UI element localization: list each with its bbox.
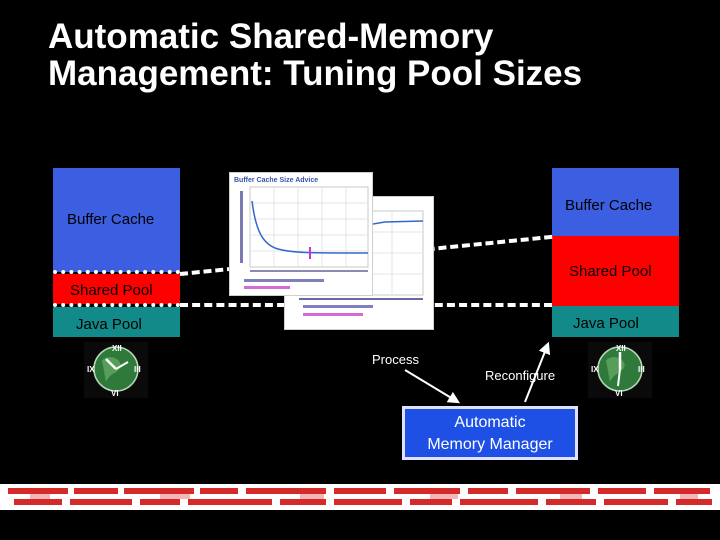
axis-ticks	[299, 298, 423, 300]
automatic-memory-manager-box: Automatic Memory Manager	[402, 406, 578, 460]
process-label: Process	[372, 352, 419, 367]
buffer-cache-advice-chart: Buffer Cache Size Advice	[234, 177, 369, 289]
legend-swatch	[303, 305, 373, 308]
left-buffer-cache-label: Buffer Cache	[67, 211, 155, 228]
legend-swatch-2	[303, 313, 363, 316]
left-java-pool-block: Java Pool	[53, 307, 180, 337]
process-arrow	[404, 369, 461, 404]
svg-text:XII: XII	[112, 344, 122, 353]
right-shared-pool-block: Shared Pool	[552, 236, 679, 306]
left-shared-pool-label: Shared Pool	[70, 282, 153, 299]
slide-title: Automatic Shared-Memory Management: Tuni…	[48, 18, 708, 92]
left-java-pool-label: Java Pool	[76, 316, 142, 333]
right-java-pool-label: Java Pool	[573, 315, 639, 332]
advice-curve	[251, 200, 369, 254]
svg-text:IX: IX	[87, 365, 95, 374]
reconfigure-label: Reconfigure	[485, 368, 556, 383]
svg-text:III: III	[134, 365, 141, 374]
footer-watermark-banner	[0, 484, 720, 510]
manager-label-line1: Automatic	[454, 414, 526, 431]
left-shared-pool-block: Shared Pool	[53, 274, 180, 304]
right-shared-pool-label: Shared Pool	[569, 263, 652, 280]
svg-text:XII: XII	[616, 344, 626, 353]
svg-text:III: III	[638, 365, 645, 374]
slide-title-line1: Automatic Shared-Memory	[48, 17, 494, 56]
left-cache-divider	[53, 270, 180, 274]
slide-title-line2: Management: Tuning Pool Sizes	[48, 54, 583, 93]
footer-watermark-graphic	[8, 488, 712, 505]
x-axis-ticks	[250, 270, 368, 272]
reconfigure-arrow	[524, 341, 551, 403]
right-buffer-cache-block: Buffer Cache	[552, 168, 679, 236]
svg-text:IX: IX	[591, 365, 599, 374]
buffer-cache-advice-thumbnail: Buffer Cache Size Advice	[229, 172, 373, 296]
legend-swatch	[244, 279, 324, 282]
left-clock-globe-icon: XII IX III VI	[84, 342, 148, 398]
y-axis-label-mark	[240, 191, 243, 263]
right-buffer-cache-label: Buffer Cache	[565, 197, 653, 214]
right-clock-globe-icon: XII IX III VI	[588, 342, 652, 398]
svg-text:VI: VI	[615, 389, 623, 398]
left-buffer-cache-block: Buffer Cache	[53, 168, 180, 272]
right-java-pool-block: Java Pool	[552, 306, 679, 337]
legend-swatch-2	[244, 286, 290, 289]
advice-chart-title: Buffer Cache Size Advice	[234, 177, 318, 184]
left-shared-divider	[53, 303, 180, 307]
manager-label-line2: Memory Manager	[427, 436, 553, 453]
svg-text:VI: VI	[111, 389, 119, 398]
